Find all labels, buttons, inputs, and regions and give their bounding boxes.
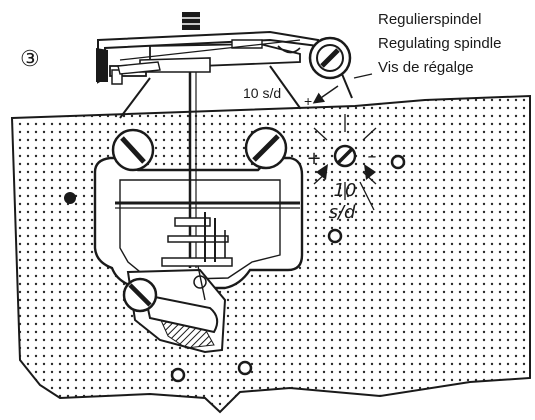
jewel-hole-icon [64,192,76,204]
figure-number: ③ [20,46,40,71]
screw-lower [122,277,158,313]
screw-right-upper [244,126,288,170]
arrow-icon [312,85,339,104]
top-rate-label: 10 s/d [243,85,281,101]
callout-line-fr: Vis de régalge [378,59,474,76]
callout-line-en: Regulating spindle [378,35,501,52]
jewel-hole-icon [327,228,343,244]
adjuster-minus: – [368,146,377,167]
jewel-hole-icon [237,360,253,376]
arrow-icon [316,164,328,180]
escapement-assembly [115,38,300,301]
plate-regulator: + – 10 s/d [306,114,377,223]
top-bridge [96,12,353,119]
lower-screw-lever [143,293,219,334]
callout-line-de: Regulierspindel [378,11,481,28]
adjuster-plus: + [306,148,321,169]
callout-leader [312,73,373,104]
screw-left-upper [111,128,155,172]
jewel-hole-icon [170,367,186,383]
plate-holes [64,154,406,383]
adjuster-unit: s/d [329,202,356,223]
top-plus-sign: + [304,93,312,109]
adjuster-value: 10 [334,180,357,201]
jewel-hole-icon [390,154,406,170]
arrow-icon [364,164,376,180]
